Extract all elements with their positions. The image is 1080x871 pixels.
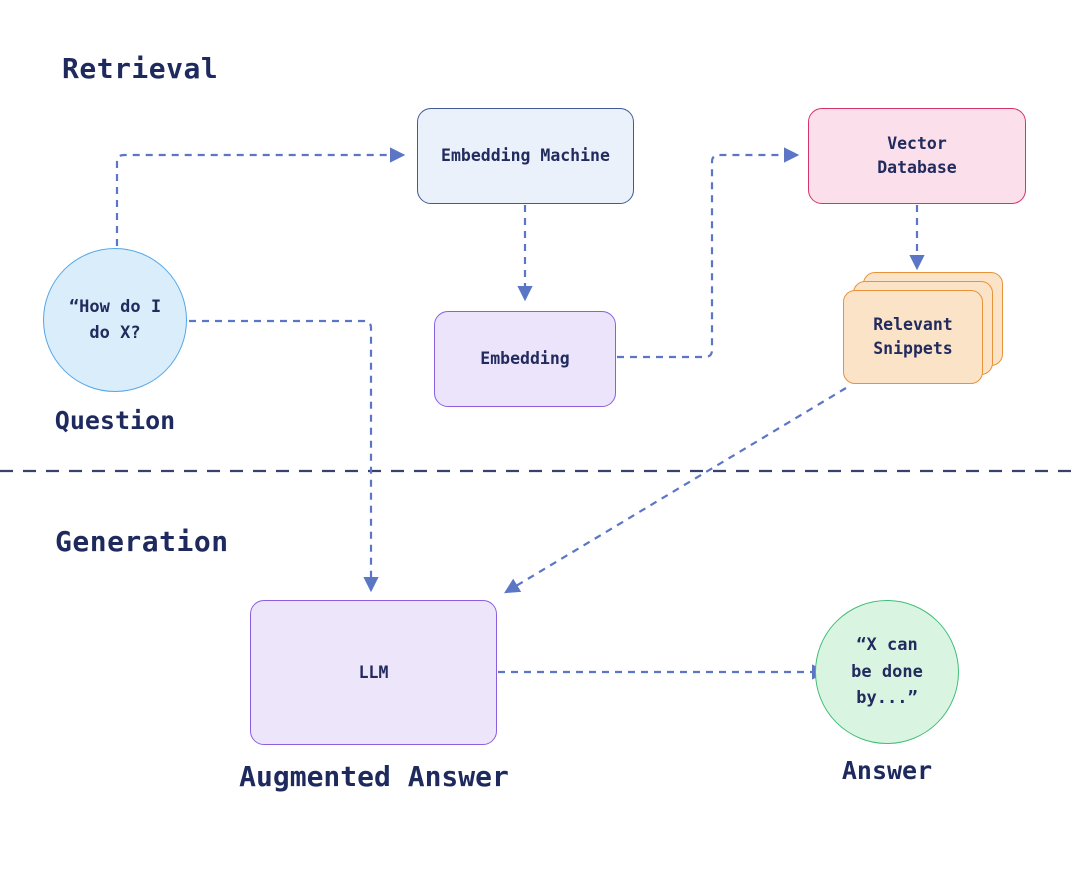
edge-embedding-to-vector-database xyxy=(617,147,800,359)
question-caption: Question xyxy=(54,406,176,435)
retrieval-section-title: Retrieval xyxy=(62,52,219,85)
answer-bubble: “X can be done by...” xyxy=(815,600,959,744)
edge-relevant-snippets-to-llm xyxy=(504,387,847,594)
vector-database-node: Vector Database xyxy=(808,108,1026,204)
augmented-answer-caption: Augmented Answer xyxy=(239,760,509,793)
llm-node: LLM xyxy=(250,600,497,745)
embedding-machine-node: Embedding Machine xyxy=(417,108,634,204)
question-bubble: “How do I do X? xyxy=(43,248,187,392)
edge-question-to-embedding-machine xyxy=(115,147,406,246)
relevant-snippets-node: Relevant Snippets xyxy=(843,290,983,384)
answer-caption: Answer xyxy=(841,756,933,785)
generation-section-title: Generation xyxy=(55,525,229,558)
embedding-node: Embedding xyxy=(434,311,616,407)
